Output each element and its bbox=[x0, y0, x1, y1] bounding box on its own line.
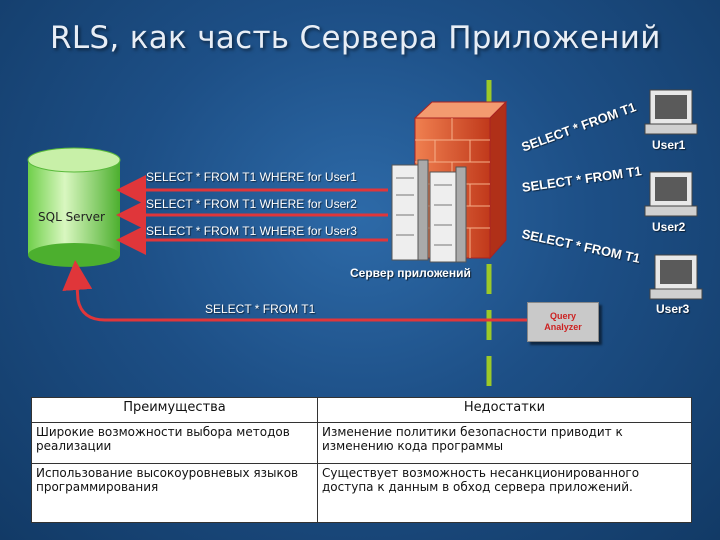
header-disadvantages: Недостатки bbox=[317, 397, 692, 423]
query-direct: SELECT * FROM T1 bbox=[205, 302, 316, 316]
sql-server-label: SQL Server bbox=[38, 210, 105, 224]
table-row: Широкие возможности выбора методов реали… bbox=[31, 422, 692, 464]
app-server-icon bbox=[391, 159, 467, 263]
sql-server-cylinder bbox=[27, 147, 121, 267]
comparison-table: Преимущества Недостатки Широкие возможно… bbox=[31, 397, 692, 523]
table-row: Использование высокоуровневых языков про… bbox=[31, 463, 692, 523]
table-cell: Использование высокоуровневых языков про… bbox=[31, 463, 318, 523]
table-cell: Широкие возможности выбора методов реали… bbox=[31, 422, 318, 464]
query-user3: SELECT * FROM T1 WHERE for User3 bbox=[146, 224, 357, 238]
user1-label: User1 bbox=[652, 138, 686, 152]
query-analyzer-box: Query Analyzer bbox=[527, 302, 599, 342]
direct-query-arrow bbox=[62, 260, 527, 322]
query-user1: SELECT * FROM T1 WHERE for User1 bbox=[146, 170, 357, 184]
query-user2: SELECT * FROM T1 WHERE for User2 bbox=[146, 197, 357, 211]
table-cell: Существует возможность несанкционированн… bbox=[317, 463, 692, 523]
user2-computer-icon bbox=[644, 171, 698, 217]
slide-title: RLS, как часть Сервера Приложений bbox=[50, 20, 661, 56]
user1-computer-icon bbox=[644, 89, 698, 135]
table-cell: Изменение политики безопасности приводит… bbox=[317, 422, 692, 464]
header-advantages: Преимущества bbox=[31, 397, 318, 423]
app-server-label: Сервер приложений bbox=[350, 266, 471, 280]
user3-label: User3 bbox=[656, 302, 690, 316]
query-arrows bbox=[116, 175, 388, 255]
user3-computer-icon bbox=[649, 254, 703, 300]
user2-label: User2 bbox=[652, 220, 686, 234]
